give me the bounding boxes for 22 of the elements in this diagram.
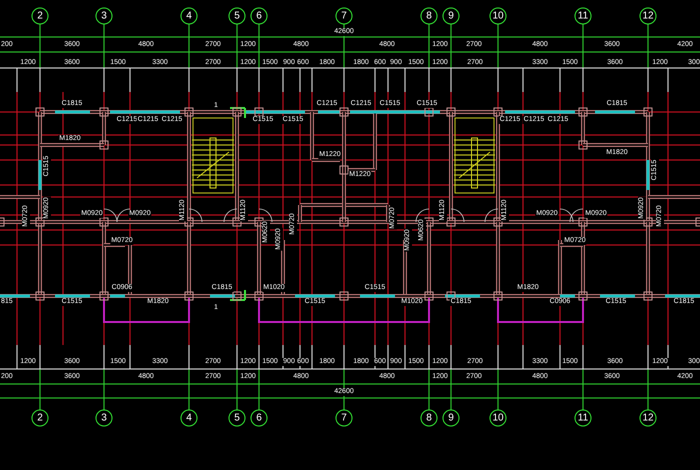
axis-bubble: 2 — [32, 410, 48, 426]
axis-bubble: 7 — [336, 410, 352, 426]
axis-bubble: 8 — [420, 410, 438, 426]
axis-bubble: 11 — [574, 8, 592, 24]
axis-bubble: 4 — [180, 8, 198, 24]
axis-bubble: 10 — [490, 410, 506, 426]
axis-bubble: 3 — [96, 8, 112, 24]
axis-bubble: 9 — [442, 8, 460, 24]
axis-bubble: 3 — [96, 410, 112, 426]
axis-bubble: 9 — [442, 410, 460, 426]
axis-bubble: 6 — [250, 410, 268, 426]
axis-bubble: 7 — [336, 8, 352, 24]
axis-bubble: 11 — [574, 410, 592, 426]
axis-bubble: 5 — [228, 410, 246, 426]
axis-bubble: 4 — [180, 410, 198, 426]
axis-bubble: 12 — [640, 8, 656, 24]
axis-bubble: 2 — [32, 8, 48, 24]
axis-bubble: 6 — [250, 8, 268, 24]
axis-bubble: 5 — [228, 8, 246, 24]
axis-bubble: 10 — [490, 8, 506, 24]
axis-bubble: 12 — [640, 410, 656, 426]
axis-bubble: 8 — [420, 8, 438, 24]
